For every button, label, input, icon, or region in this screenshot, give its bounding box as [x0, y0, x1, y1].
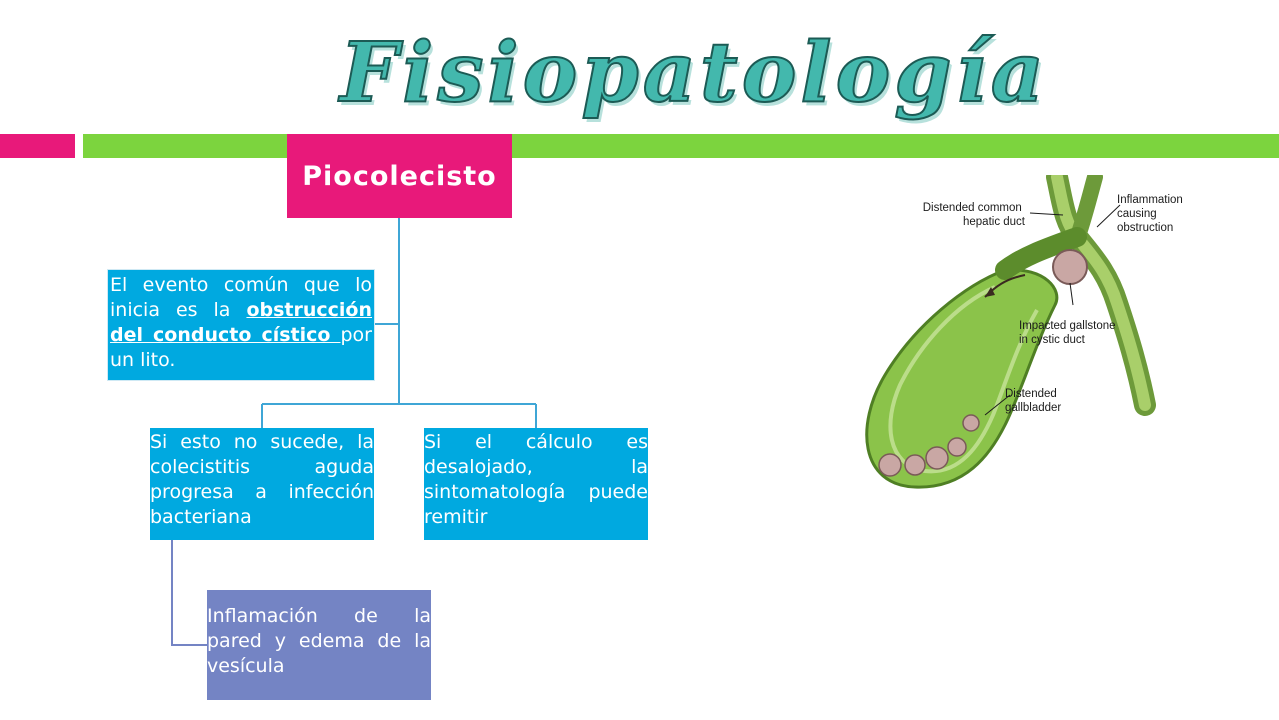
cause-text-start: El evento común que lo inicia es la [110, 274, 372, 321]
connector-inflammation [171, 540, 207, 646]
label-inflammation: Inflammation causing obstruction [1117, 194, 1186, 234]
node-inflammation: Inflamación de la pared y edema de la ve… [207, 590, 431, 700]
pink-accent-bar [0, 134, 75, 158]
cause-text-end: por un lito. [110, 324, 372, 371]
node-infection: Si esto no sucede, la colecistitis aguda… [150, 428, 374, 540]
node-cause: El evento común que lo inicia es la obst… [107, 269, 375, 381]
slide-title: Fisiopatología [339, 24, 1048, 122]
gallbladder-illustration: Distended common hepatic duct Inflammati… [865, 175, 1186, 489]
label-gallstone: Impacted gallstone in cystic duct [1019, 320, 1119, 346]
label-gallbladder: Distended gallbladder [1005, 388, 1061, 414]
green-accent-bar-left [83, 134, 287, 158]
cause-emphasis: obstrucción del conducto cístico [110, 299, 372, 346]
node-remission: Si el cálculo es desalojado, la sintomat… [424, 428, 648, 540]
green-accent-bar-right [512, 134, 1279, 158]
node-piocolecisto: Piocolecisto [287, 134, 512, 218]
label-hepatic-duct: Distended common hepatic duct [923, 202, 1026, 228]
